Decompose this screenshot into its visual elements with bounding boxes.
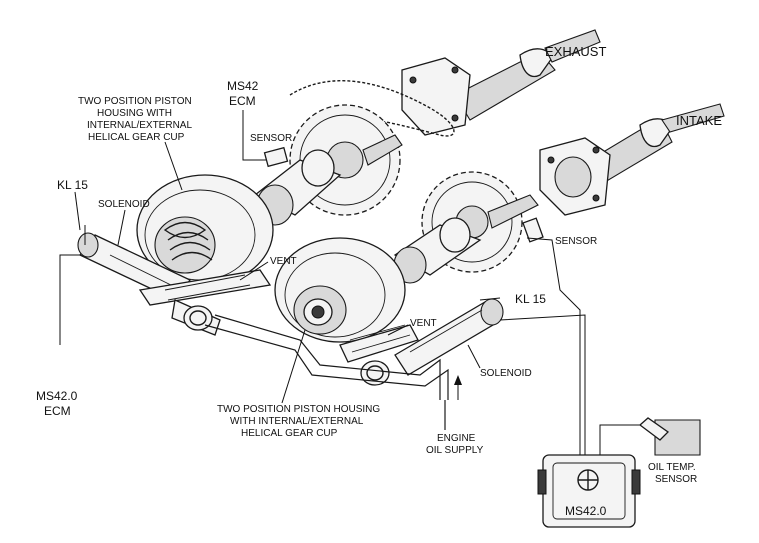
oil-supply-pipe [204,314,462,430]
label-vent-right: VENT [410,318,437,329]
label-piston-housing-top-2: HOUSING WITH [97,108,172,119]
intake-camshaft [539,103,725,216]
ecm-box-label: MS42.0 [565,504,607,518]
label-oil-temp-2: SENSOR [655,474,697,485]
exhaust-vanos-unit [136,174,274,286]
label-solenoid-right: SOLENOID [480,368,532,379]
label-oil-temp-1: OIL TEMP. [648,462,696,473]
label-piston-housing-top-1: TWO POSITION PISTON [78,96,192,107]
label-piston-housing-bottom-3: HELICAL GEAR CUP [241,428,338,439]
label-intake: INTAKE [676,113,722,128]
label-kl15-left: KL 15 [57,178,88,192]
wiring [59,225,640,455]
label-exhaust: EXHAUST [545,44,606,59]
exhaust-camshaft [401,29,601,136]
label-piston-housing-bottom-2: WITH INTERNAL/EXTERNAL [230,416,364,427]
label-ms42-ecm-top-2: ECM [229,94,256,108]
label-sensor-top: SENSOR [250,133,292,144]
label-engine-oil-1: ENGINE [437,433,476,444]
label-piston-housing-top-3: INTERNAL/EXTERNAL [87,120,192,131]
oil-temp-sensor [638,417,701,456]
exhaust-cam-sensor [263,146,289,168]
label-solenoid-left: SOLENOID [98,199,150,210]
label-vent-left: VENT [270,256,297,267]
label-piston-housing-bottom-1: TWO POSITION PISTON HOUSING [217,404,380,415]
label-ms42-ecm-left-1: MS42.0 [36,389,78,403]
label-ms42-ecm-left-2: ECM [44,404,71,418]
label-engine-oil-2: OIL SUPPLY [426,445,484,456]
intake-sprocket [421,171,539,273]
label-sensor-right: SENSOR [555,236,597,247]
label-piston-housing-top-4: HELICAL GEAR CUP [88,132,185,143]
intake-solenoid [394,298,504,376]
intake-cam-sensor [522,217,544,243]
label-ms42-ecm-top-1: MS42 [227,79,259,93]
exhaust-solenoid [77,232,191,301]
intake-vanos-unit [274,237,406,343]
label-kl15-right: KL 15 [515,292,546,306]
intake-splined-shaft [393,217,482,284]
ms42-ecm-box: MS42.0 [537,454,641,528]
intake-oil-passage [339,324,419,386]
